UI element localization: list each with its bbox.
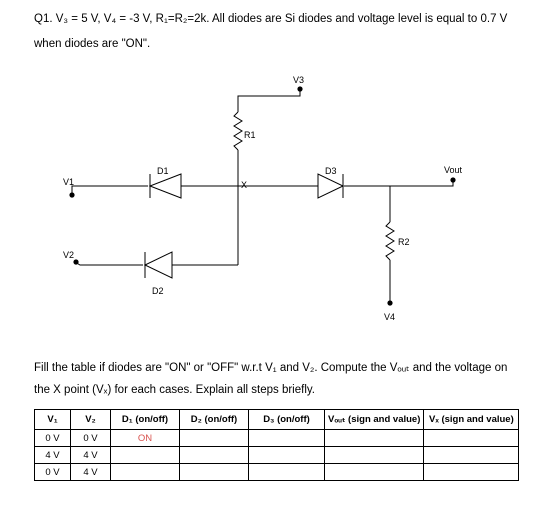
cell-vx[interactable] (423, 446, 520, 464)
diode-d1 (148, 173, 182, 199)
table-row: 0 V 0 V ON (34, 429, 520, 447)
cell-d2[interactable] (179, 463, 249, 481)
cell-d3[interactable] (248, 463, 325, 481)
header-d3: D₃ (on/off) (248, 409, 325, 430)
cell-v2[interactable]: 4 V (70, 446, 111, 464)
header-vout: Vₒᵤₜ (sign and value) (323, 409, 425, 430)
diode-d3 (317, 173, 345, 199)
label-vout: Vout (444, 165, 463, 175)
label-r2: R2 (398, 237, 410, 247)
instruction-line-1: Fill the table if diodes are "ON" or "OF… (34, 362, 508, 374)
label-v3: V3 (293, 75, 304, 85)
cell-vout[interactable] (323, 463, 425, 481)
header-v1: V₁ (34, 409, 71, 430)
header-v2: V₂ (70, 409, 111, 430)
label-v1: V1 (63, 177, 74, 187)
results-table: V₁ V₂ D₁ (on/off) D₂ (on/off) D₃ (on/off… (34, 409, 520, 481)
table-row: 4 V 4 V (34, 446, 520, 464)
header-vx: Vₓ (sign and value) (423, 409, 520, 430)
table-row: 0 V 4 V (34, 463, 520, 481)
label-d2: D2 (152, 286, 164, 296)
cell-v2[interactable]: 0 V (70, 429, 111, 447)
label-v2: V2 (63, 250, 74, 260)
header-d2: D₂ (on/off) (179, 409, 249, 430)
cell-d3[interactable] (248, 429, 325, 447)
terminal-v2 (73, 259, 79, 265)
cell-vout[interactable] (323, 446, 425, 464)
instruction-line-2: the X point (Vₓ) for each cases. Explain… (34, 384, 315, 396)
wire-v1-d1 (71, 185, 148, 195)
resistor-r2 (385, 221, 395, 261)
circuit-diagram: V3 R1 D1 V1 X D3 Vout V2 R2 D2 V4 (63, 75, 463, 322)
resistor-r1 (233, 111, 243, 151)
cell-v1[interactable]: 4 V (34, 446, 71, 464)
cell-d1[interactable]: ON (110, 429, 180, 447)
question-line-1: Q1. V₃ = 5 V, V₄ = -3 V, R₁=R₂=2k. All d… (34, 13, 508, 25)
terminal-vout (450, 177, 456, 183)
terminal-v4 (387, 300, 393, 306)
wire-v3 (237, 89, 301, 112)
label-d1: D1 (157, 166, 169, 176)
cell-v2[interactable]: 4 V (70, 463, 111, 481)
cell-vout[interactable] (323, 429, 425, 447)
label-x: X (241, 180, 247, 190)
cell-v1[interactable]: 0 V (34, 463, 71, 481)
wire-d3-vout (344, 180, 454, 187)
label-v4: V4 (384, 312, 395, 322)
wire-v2-d2 (74, 261, 143, 266)
terminal-v3 (297, 86, 303, 92)
cell-d2[interactable] (179, 446, 249, 464)
cell-d1[interactable] (110, 463, 180, 481)
table-header-row: V₁ V₂ D₁ (on/off) D₂ (on/off) D₃ (on/off… (34, 409, 520, 430)
label-d3: D3 (325, 166, 337, 176)
header-d1: D₁ (on/off) (110, 409, 180, 430)
cell-v1[interactable]: 0 V (34, 429, 71, 447)
terminal-v1 (69, 192, 75, 198)
question-line-2: when diodes are "ON". (34, 38, 151, 50)
diode-d2 (143, 251, 173, 279)
cell-d1[interactable] (110, 446, 180, 464)
cell-vx[interactable] (423, 463, 520, 481)
label-r1: R1 (244, 130, 256, 140)
cell-vx[interactable] (423, 429, 520, 447)
cell-d3[interactable] (248, 446, 325, 464)
cell-d2[interactable] (179, 429, 249, 447)
